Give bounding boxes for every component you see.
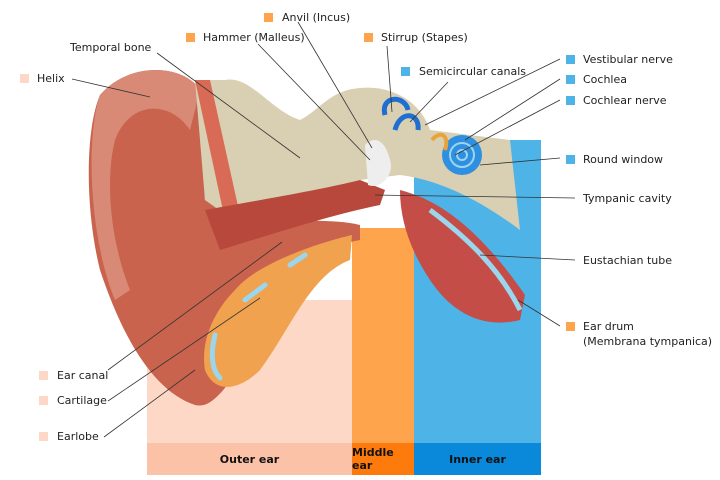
label-helix: Helix xyxy=(37,72,65,85)
label-stirrup: Stirrup (Stapes) xyxy=(381,31,468,44)
anvil-swatch xyxy=(264,13,273,22)
label-vestibular-nerve: Vestibular nerve xyxy=(583,53,673,66)
eustachian-tube-shape xyxy=(400,190,525,323)
section-inner-ear: Inner ear xyxy=(414,443,541,475)
cartilage-shape xyxy=(204,235,352,387)
label-ear-canal: Ear canal xyxy=(57,369,109,382)
ear-canal-tube xyxy=(205,180,385,250)
section-middle-ear: Middle ear xyxy=(352,443,414,475)
cochlea-shape xyxy=(442,135,482,175)
leader-lines xyxy=(71,21,576,438)
cartilage-swatch xyxy=(39,396,48,405)
label-cartilage: Cartilage xyxy=(57,394,107,407)
section-outer-ear: Outer ear xyxy=(147,443,352,475)
semicircular-canals-swatch xyxy=(401,67,410,76)
middle-ear-region xyxy=(352,228,414,443)
ear-drum-swatch xyxy=(566,322,575,331)
label-cochlea: Cochlea xyxy=(583,73,627,86)
label-hammer: Hammer (Malleus) xyxy=(203,31,305,44)
cartilage-canal xyxy=(209,252,308,381)
label-round-window: Round window xyxy=(583,153,664,166)
cochlear-nerve-swatch xyxy=(566,96,575,105)
vestibular-nerve-swatch xyxy=(566,55,575,64)
label-cochlear-nerve: Cochlear nerve xyxy=(583,94,667,107)
label-ear-drum-sub: (Membrana tympanica) xyxy=(583,335,713,348)
label-temporal-bone: Temporal bone xyxy=(70,41,152,54)
cochlear-nerve-shape xyxy=(430,132,449,151)
helix-fold xyxy=(91,70,200,300)
ossicles xyxy=(365,140,391,186)
skin-layer xyxy=(195,80,240,220)
ear-canal-swatch xyxy=(39,371,48,380)
label-eustachian-tube: Eustachian tube xyxy=(583,254,673,267)
label-ear-drum: Ear drum xyxy=(583,320,634,333)
eustachian-tube-line xyxy=(428,208,523,312)
round-window-swatch xyxy=(566,155,575,164)
stirrup-swatch xyxy=(364,33,373,42)
label-earlobe: Earlobe xyxy=(57,430,99,443)
earlobe-swatch xyxy=(39,432,48,441)
cochlea-swatch xyxy=(566,75,575,84)
temporal-bone-shape xyxy=(195,79,520,230)
label-semicircular-canals: Semicircular canals xyxy=(419,65,527,78)
helix-swatch xyxy=(20,74,29,83)
hammer-swatch xyxy=(186,33,195,42)
label-anvil: Anvil (Incus) xyxy=(282,11,351,24)
semicircular-canals-shape xyxy=(381,96,421,131)
label-tympanic-cavity: Tympanic cavity xyxy=(583,192,672,205)
